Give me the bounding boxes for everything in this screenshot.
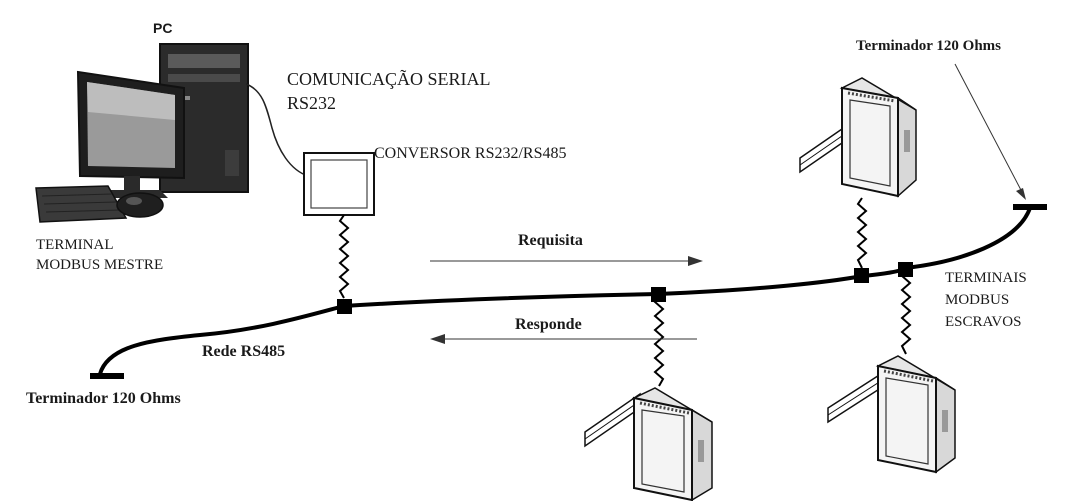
slave-device-top-icon (799, 77, 917, 198)
slaves-label-line3: ESCRAVOS (945, 314, 1022, 330)
slaves-label-line1: TERMINAIS (945, 270, 1027, 286)
response-label: Responde (515, 316, 582, 333)
serial-communication-label: COMUNICAÇÃO SERIAL (287, 69, 491, 89)
request-arrow (430, 256, 703, 266)
bus-connection-nodes (337, 262, 913, 314)
slave-device-bottom-right-icon (827, 355, 956, 474)
master-terminal-label-line1: TERMINAL (36, 237, 114, 253)
twisted-pair-drops (338, 197, 912, 387)
terminator-right-label: Terminador 120 Ohms (856, 38, 1002, 54)
pc-computer-icon (35, 43, 249, 223)
terminator-left-label: Terminador 120 Ohms (26, 390, 181, 407)
slave-device-bottom-center-icon (584, 387, 713, 501)
request-label: Requisita (518, 232, 583, 249)
terminator-pointer-arrow (954, 63, 1026, 200)
converter-label: CONVERSOR RS232/RS485 (374, 145, 567, 162)
rs232-cable (245, 83, 309, 177)
pc-label: PC (153, 20, 173, 36)
rs485-network-label: Rede RS485 (202, 343, 286, 360)
rs232-label: RS232 (287, 93, 337, 113)
master-terminal-label-line2: MODBUS MESTRE (36, 257, 164, 273)
response-arrow (430, 334, 697, 344)
converter-box-icon (303, 152, 375, 216)
slaves-label-line2: MODBUS (945, 292, 1010, 308)
